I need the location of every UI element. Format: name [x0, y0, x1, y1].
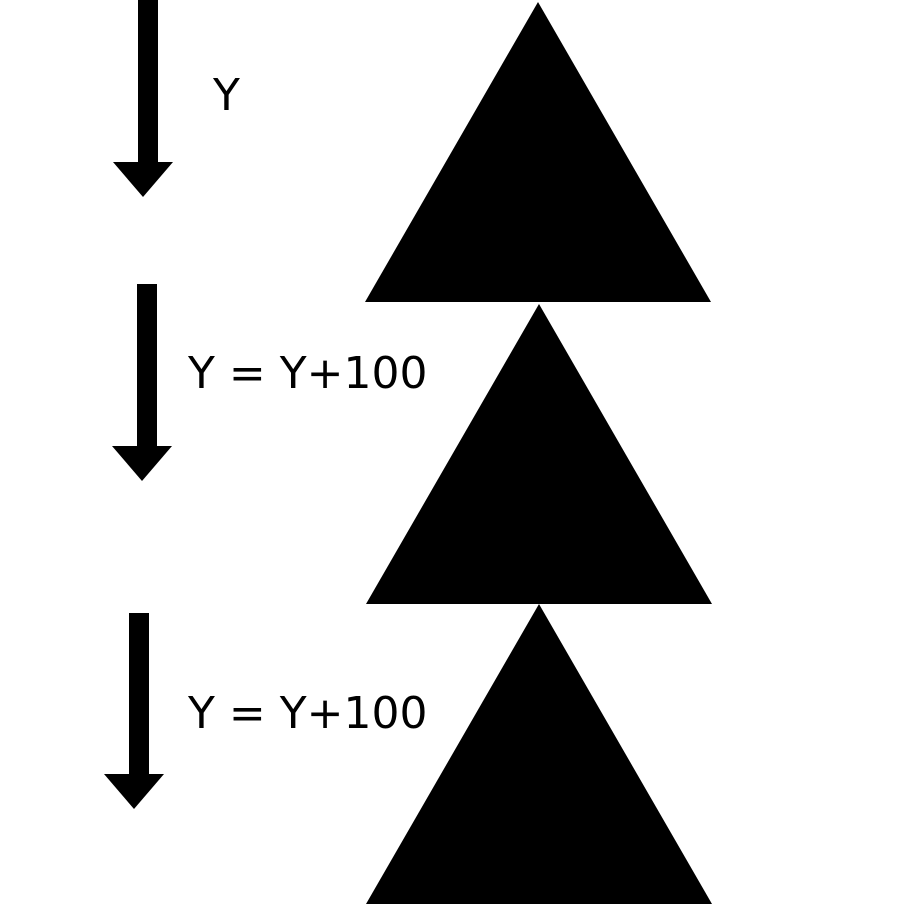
arrow-down-icon — [104, 613, 164, 809]
triangle-icon — [365, 2, 711, 302]
step-3-label: Y = Y+100 — [187, 688, 427, 739]
triangle-icon — [366, 604, 712, 904]
step-2-label: Y = Y+100 — [187, 348, 427, 399]
arrow-down-icon — [113, 0, 173, 197]
step-2: Y = Y+100 — [112, 284, 712, 604]
triangle-icon — [366, 304, 712, 604]
step-1: Y — [113, 0, 711, 302]
step-3: Y = Y+100 — [104, 604, 712, 904]
arrow-down-icon — [112, 284, 172, 481]
step-1-label: Y — [212, 70, 240, 121]
